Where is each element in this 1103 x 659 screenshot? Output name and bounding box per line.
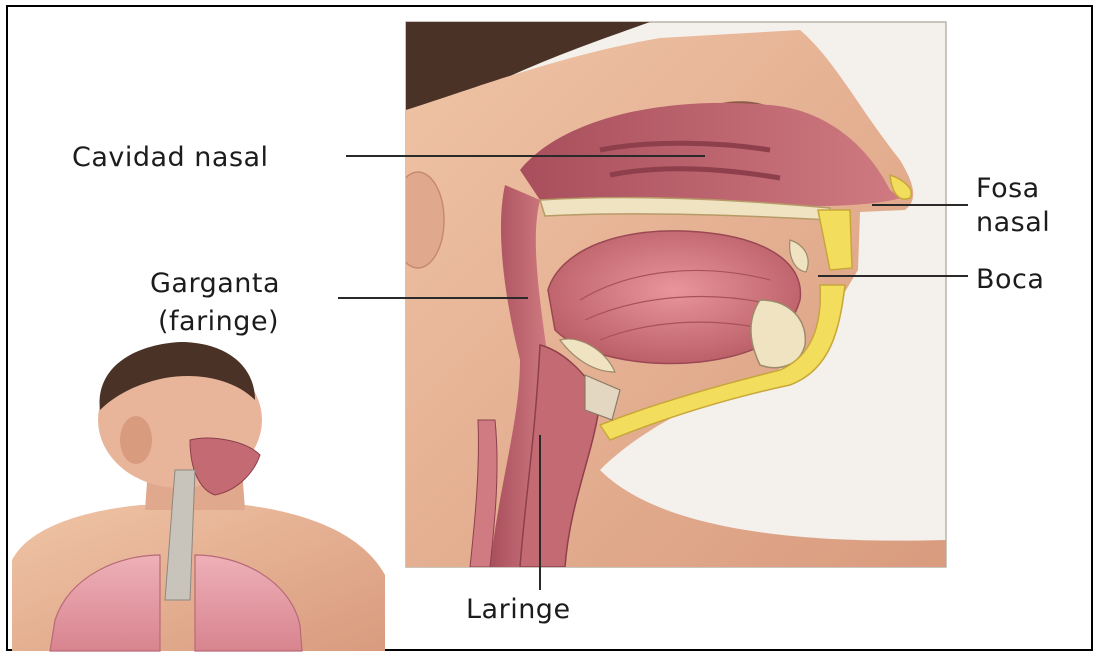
ear [392, 172, 444, 268]
label-nostril-line1: Fosa [976, 173, 1040, 204]
label-larynx: Laringe [466, 594, 571, 625]
label-nostril-line2: nasal [976, 207, 1050, 238]
label-mouth: Boca [976, 264, 1044, 295]
label-throat-line1: Garganta [150, 268, 280, 299]
head-cross-section-panel [392, 22, 946, 567]
inset-ear [120, 416, 152, 464]
torso-inset-figure [12, 342, 385, 651]
label-throat-line2: (faringe) [158, 306, 279, 337]
label-nasal-cavity: Cavidad nasal [72, 142, 269, 173]
